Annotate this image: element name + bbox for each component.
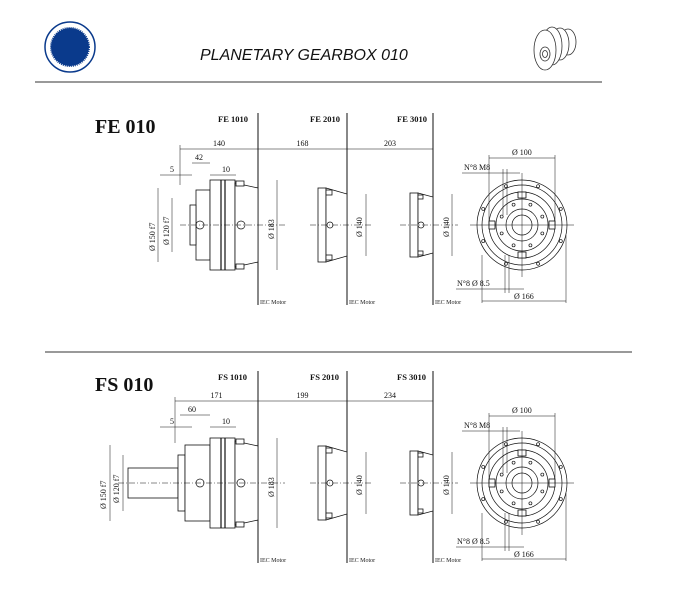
bolt-spec-label: N°8 M8 [464, 163, 490, 172]
dimension-b: 10 [222, 165, 230, 174]
iec-motor-label: IEC Motor [260, 300, 286, 306]
diameter-140-label: Ø 140 [442, 217, 451, 237]
through-hole [558, 239, 563, 243]
diameter-166-label: Ø 166 [514, 550, 534, 559]
diameter-120-label: Ø 120 f7 [112, 475, 121, 503]
diameter-183-label: Ø 183 [267, 477, 276, 497]
bolt-head [417, 452, 424, 458]
through-hole [536, 442, 540, 447]
diameter-150-label: Ø 150 f7 [148, 223, 157, 251]
diameter-100-label: Ø 100 [512, 148, 532, 157]
threaded-hole [540, 472, 545, 477]
bolt-head [325, 512, 333, 519]
threaded-hole [528, 243, 533, 248]
length-dimension: 199 [297, 391, 309, 400]
model-label: FE 2010 [310, 114, 340, 124]
through-hole [536, 261, 540, 266]
through-hole [481, 497, 486, 501]
length-dimension: 140 [213, 139, 225, 148]
bolt-head [325, 189, 333, 196]
model-label: FS 1010 [218, 372, 247, 382]
bolt-head [417, 250, 424, 256]
threaded-hole [511, 501, 516, 506]
through-hole [504, 519, 508, 524]
iec-motor-label: IEC Motor [349, 300, 375, 306]
threaded-hole [499, 489, 504, 494]
length-dimension: 203 [384, 139, 396, 148]
company-logo [44, 21, 96, 73]
model-label: FS 3010 [397, 372, 426, 382]
through-hole [504, 442, 508, 447]
threaded-hole [528, 460, 533, 465]
threaded-hole [499, 231, 504, 236]
threaded-hole [499, 472, 504, 477]
diameter-166-label: Ø 166 [514, 292, 534, 301]
diameter-140-label: Ø 140 [355, 217, 364, 237]
diameter-140-label: Ø 140 [442, 475, 451, 495]
length-dimension: 171 [211, 391, 223, 400]
dimension-a: 5 [170, 417, 174, 426]
bolt-head [417, 194, 424, 200]
iec-motor-label: IEC Motor [435, 300, 461, 306]
section-title: FS 010 [95, 374, 153, 396]
diameter-140-label: Ø 140 [355, 475, 364, 495]
model-label: FS 2010 [310, 372, 339, 382]
gearbox-illustration [533, 26, 577, 71]
diameter-150-label: Ø 150 f7 [99, 481, 108, 509]
section-title: FE 010 [95, 116, 156, 138]
hole-spec-label: N°8 Ø 8.5 [457, 537, 490, 546]
bolt-head [325, 254, 333, 261]
threaded-hole [511, 460, 516, 465]
motor-adapter [234, 440, 259, 526]
bolt-head [325, 447, 333, 454]
through-hole [481, 465, 486, 469]
diameter-183-label: Ø 183 [267, 219, 276, 239]
threaded-hole [528, 501, 533, 506]
length-dimension: 168 [297, 139, 309, 148]
through-hole [558, 465, 563, 469]
threaded-hole [540, 489, 545, 494]
iec-motor-label: IEC Motor [435, 558, 461, 564]
bolt-head [235, 438, 245, 445]
through-hole [481, 207, 486, 211]
threaded-hole [499, 214, 504, 219]
hole-spec-label: N°8 Ø 8.5 [457, 279, 490, 288]
bolt-head [235, 263, 245, 270]
length-dimension: 234 [384, 391, 396, 400]
threaded-hole [540, 231, 545, 236]
iec-motor-label: IEC Motor [260, 558, 286, 564]
through-hole [481, 239, 486, 243]
bolt-head [417, 508, 424, 514]
through-hole [536, 519, 540, 524]
diameter-100-label: Ø 100 [512, 406, 532, 415]
model-label: FE 3010 [397, 114, 427, 124]
flange-dimension: 42 [195, 153, 203, 162]
flange-dimension: 60 [188, 405, 196, 414]
model-label: FE 1010 [218, 114, 248, 124]
through-hole [558, 207, 563, 211]
page-title: PLANETARY GEARBOX 010 [200, 47, 408, 64]
dimension-a: 5 [170, 165, 174, 174]
threaded-hole [511, 243, 516, 248]
bolt-spec-label: N°8 M8 [464, 421, 490, 430]
threaded-hole [528, 202, 533, 207]
bolt-head [235, 521, 245, 528]
through-hole [536, 184, 540, 189]
diameter-120-label: Ø 120 f7 [162, 217, 171, 245]
iec-motor-label: IEC Motor [349, 558, 375, 564]
bolt-head [235, 180, 245, 187]
dimension-b: 10 [222, 417, 230, 426]
threaded-hole [511, 202, 516, 207]
through-hole [504, 184, 508, 189]
through-hole [504, 261, 508, 266]
through-hole [558, 497, 563, 501]
threaded-hole [540, 214, 545, 219]
